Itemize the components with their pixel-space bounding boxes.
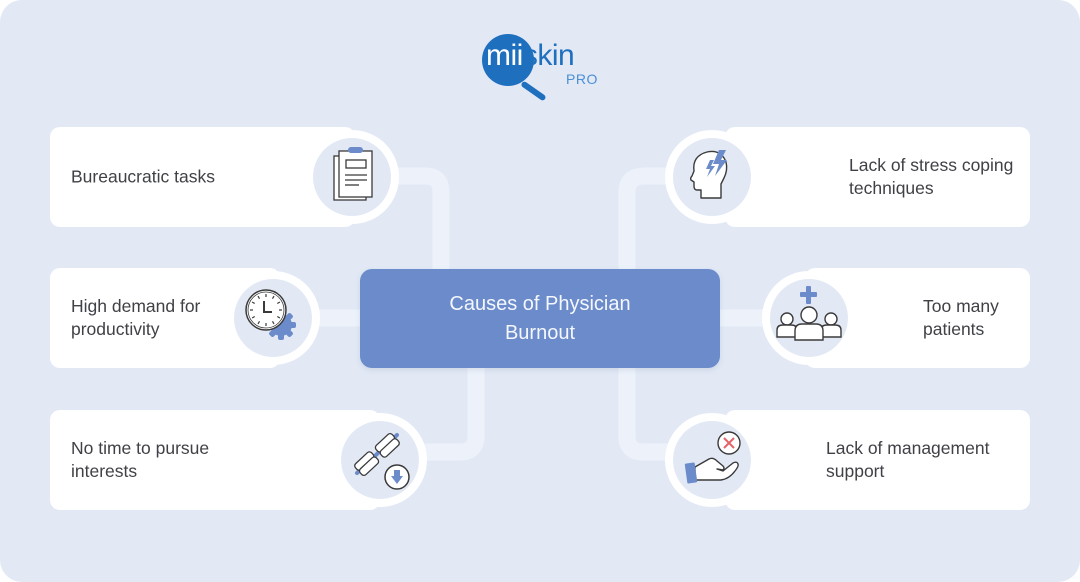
cause-label: Lack of management support bbox=[826, 438, 990, 481]
head-lightning-icon bbox=[689, 150, 728, 199]
clipboard-icon bbox=[333, 147, 373, 201]
connector-right-top bbox=[618, 167, 675, 270]
logo-magnifier-circle bbox=[482, 34, 534, 86]
cause-label: No time to pursue interests bbox=[71, 438, 210, 481]
connector-left-top bbox=[390, 167, 450, 270]
cause-label: Bureaucratic tasks bbox=[71, 166, 215, 187]
cause-card-management-support: Lack of management support bbox=[725, 410, 1030, 510]
central-topic-box: Causes of Physician Burnout bbox=[360, 269, 720, 368]
cause-label: High demand for productivity bbox=[71, 296, 201, 339]
hand-cross-icon bbox=[684, 431, 741, 484]
logo-pro-tag: PRO bbox=[566, 71, 598, 87]
logo-wordmark: miiskin bbox=[486, 39, 575, 72]
connector-left-bottom bbox=[420, 366, 485, 461]
cause-badge-management-support bbox=[665, 413, 759, 507]
cause-badge-high-demand-productivity bbox=[226, 271, 320, 365]
central-topic-title: Causes of Physician Burnout bbox=[449, 292, 631, 344]
cause-card-no-time-interests: No time to pursue interests bbox=[50, 410, 380, 510]
cause-badge-stress-coping bbox=[665, 130, 759, 224]
clock-gear-icon bbox=[245, 289, 296, 340]
patients-plus-icon bbox=[776, 286, 842, 341]
cause-card-bureaucratic-tasks: Bureaucratic tasks bbox=[50, 127, 355, 227]
cause-label: Too many patients bbox=[923, 296, 999, 339]
cause-badge-no-time-interests bbox=[333, 413, 427, 507]
cause-label: Lack of stress coping techniques bbox=[849, 155, 1014, 198]
dumbbell-down-icon bbox=[354, 432, 410, 490]
connector-right-bottom bbox=[618, 366, 680, 461]
cause-badge-too-many-patients bbox=[762, 271, 856, 365]
cause-badge-bureaucratic-tasks bbox=[305, 130, 399, 224]
cause-card-stress-coping: Lack of stress coping techniques bbox=[725, 127, 1030, 227]
miiskin-pro-logo: miiskin PRO bbox=[478, 30, 608, 102]
